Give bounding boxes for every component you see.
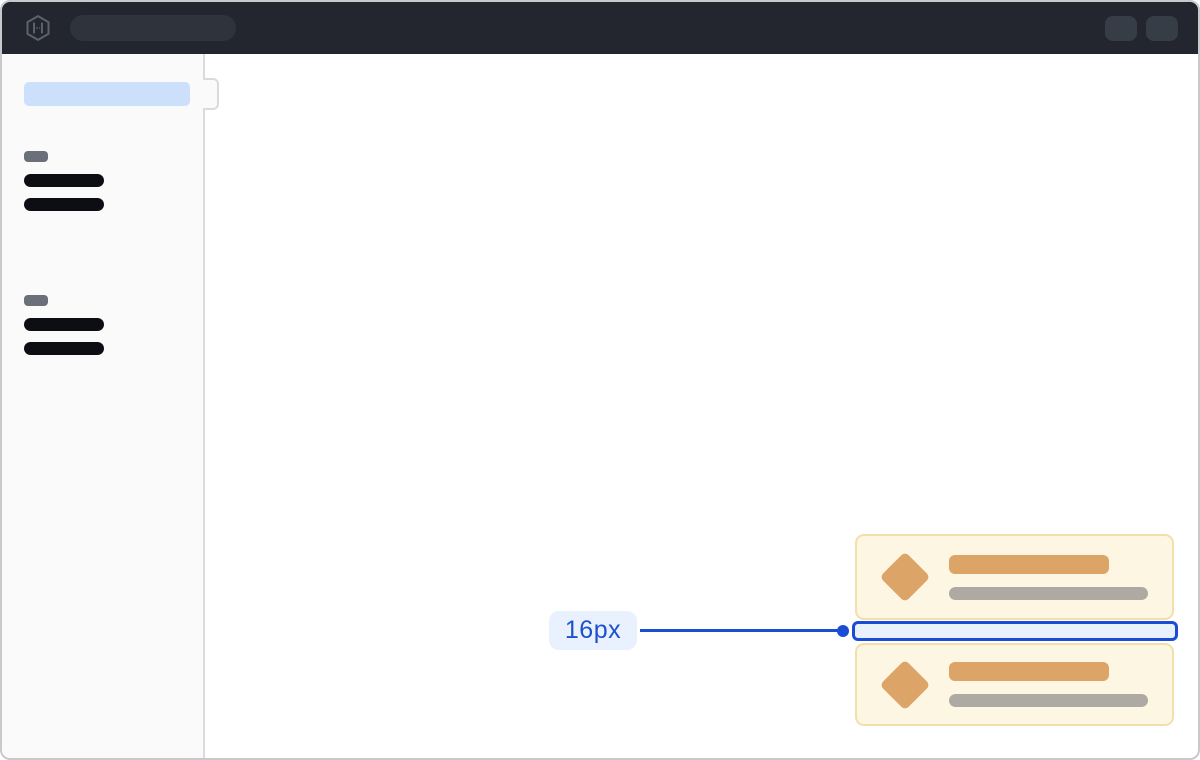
sidebar [2, 54, 205, 758]
list-card[interactable] [855, 643, 1174, 726]
card-subtitle-placeholder [949, 694, 1148, 707]
hashicorp-logo-icon[interactable] [24, 14, 52, 42]
card-title-placeholder [949, 554, 1109, 574]
card-text-placeholders [949, 662, 1148, 707]
spacing-highlight-rect [852, 621, 1178, 641]
annotation-dot [837, 625, 849, 637]
top-nav-bar [2, 2, 1198, 54]
card-subtitle-placeholder [949, 586, 1148, 600]
search-input[interactable] [70, 15, 236, 41]
sidebar-section-label-placeholder [24, 295, 48, 306]
sidebar-section-label-placeholder [24, 151, 48, 162]
header-button-1[interactable] [1105, 15, 1137, 41]
diamond-icon [879, 659, 931, 710]
sidebar-item-placeholder[interactable] [24, 318, 104, 331]
sidebar-item-placeholder[interactable] [24, 174, 104, 187]
card-text-placeholders [949, 554, 1148, 600]
diamond-icon [879, 551, 931, 603]
sidebar-toggle-handle[interactable] [203, 78, 219, 110]
spacing-annotation-badge: 16px [549, 611, 637, 650]
sidebar-item-active[interactable] [24, 82, 190, 106]
annotation-leader-line [640, 629, 840, 632]
sidebar-item-placeholder[interactable] [24, 342, 104, 355]
card-title-placeholder [949, 662, 1109, 681]
sidebar-item-placeholder[interactable] [24, 198, 104, 211]
spacing-annotation-label: 16px [564, 616, 622, 644]
list-card[interactable] [855, 534, 1174, 620]
header-button-2[interactable] [1146, 15, 1178, 41]
